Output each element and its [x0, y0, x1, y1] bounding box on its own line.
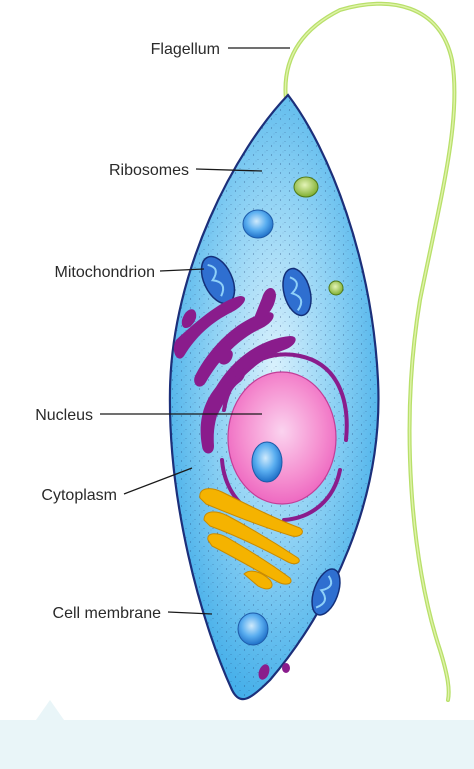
vesicle-bottom [238, 613, 268, 645]
label-flagellum: Flagellum [151, 41, 220, 58]
vesicle-top [243, 210, 273, 238]
bottom-panel [0, 720, 474, 769]
label-ribosomes: Ribosomes [109, 162, 189, 179]
green-vacuole-large [294, 177, 318, 197]
label-mitochondrion: Mitochondrion [55, 264, 156, 281]
label-cell-membrane: Cell membrane [53, 605, 162, 622]
label-nucleus: Nucleus [35, 407, 93, 424]
panel-notch [36, 700, 64, 720]
nucleolus [252, 442, 282, 482]
green-vacuole-small [329, 281, 343, 295]
label-cytoplasm: Cytoplasm [41, 487, 117, 504]
